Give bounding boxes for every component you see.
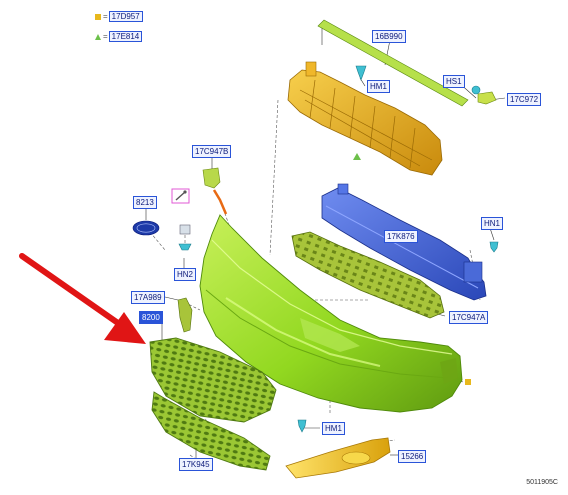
callout-badge: 8213 [133,196,157,209]
fastener-hm1-top [355,65,367,81]
legend-marker-square [465,379,471,385]
clip-part [178,224,192,251]
callout-beam-seal: 16B990 [372,30,406,43]
legend-label: 17E814 [108,31,143,42]
upper-grille [149,337,277,423]
bumper-cover [199,214,463,413]
radiator-support [287,61,443,176]
fastener-hn1 [489,241,499,253]
callout-side-guide: 17A989 [131,291,165,304]
drawing-number: 5011905C [526,479,558,486]
callout-support-bracket: 17C972 [507,93,542,106]
fastener-hm1-bottom [297,419,307,433]
bumper-reinforcement [321,183,487,301]
callout-side-bracket: 17C947B [192,145,232,158]
ford-badge [132,220,160,236]
callout-hm1-bottom: HM1 [322,422,345,435]
support-bracket-part [477,91,497,105]
legend-item-square: =17D957 [95,11,143,23]
callout-grille: 8200 [139,311,163,324]
side-guide [177,297,193,333]
fastener-hs1 [471,85,481,95]
legend-item-triangle: =17E814 [95,31,143,43]
callout-absorber: 17K876 [384,230,418,243]
fog-lamp-bezel [285,437,391,479]
legend-marker-triangle [353,153,361,160]
callout-hs1: HS1 [443,75,465,88]
red-arrow [19,253,146,344]
callout-fog-bezel: 15266 [398,450,427,463]
legend-label: 17D957 [108,11,143,22]
callout-lower-grille: 17K945 [179,458,213,471]
pin-icon-box [171,188,190,204]
square-icon [95,13,101,20]
callout-hn1: HN1 [481,217,504,230]
callout-hn2: HN2 [174,268,197,281]
energy-absorber [291,231,445,319]
side-bracket-part [202,167,228,215]
triangle-icon [95,33,101,40]
beam-seal-strip [317,19,469,107]
callout-absorber-lower: 17C947A [449,311,489,324]
callout-hm1-top: HM1 [367,80,390,93]
lower-grille [151,391,271,471]
